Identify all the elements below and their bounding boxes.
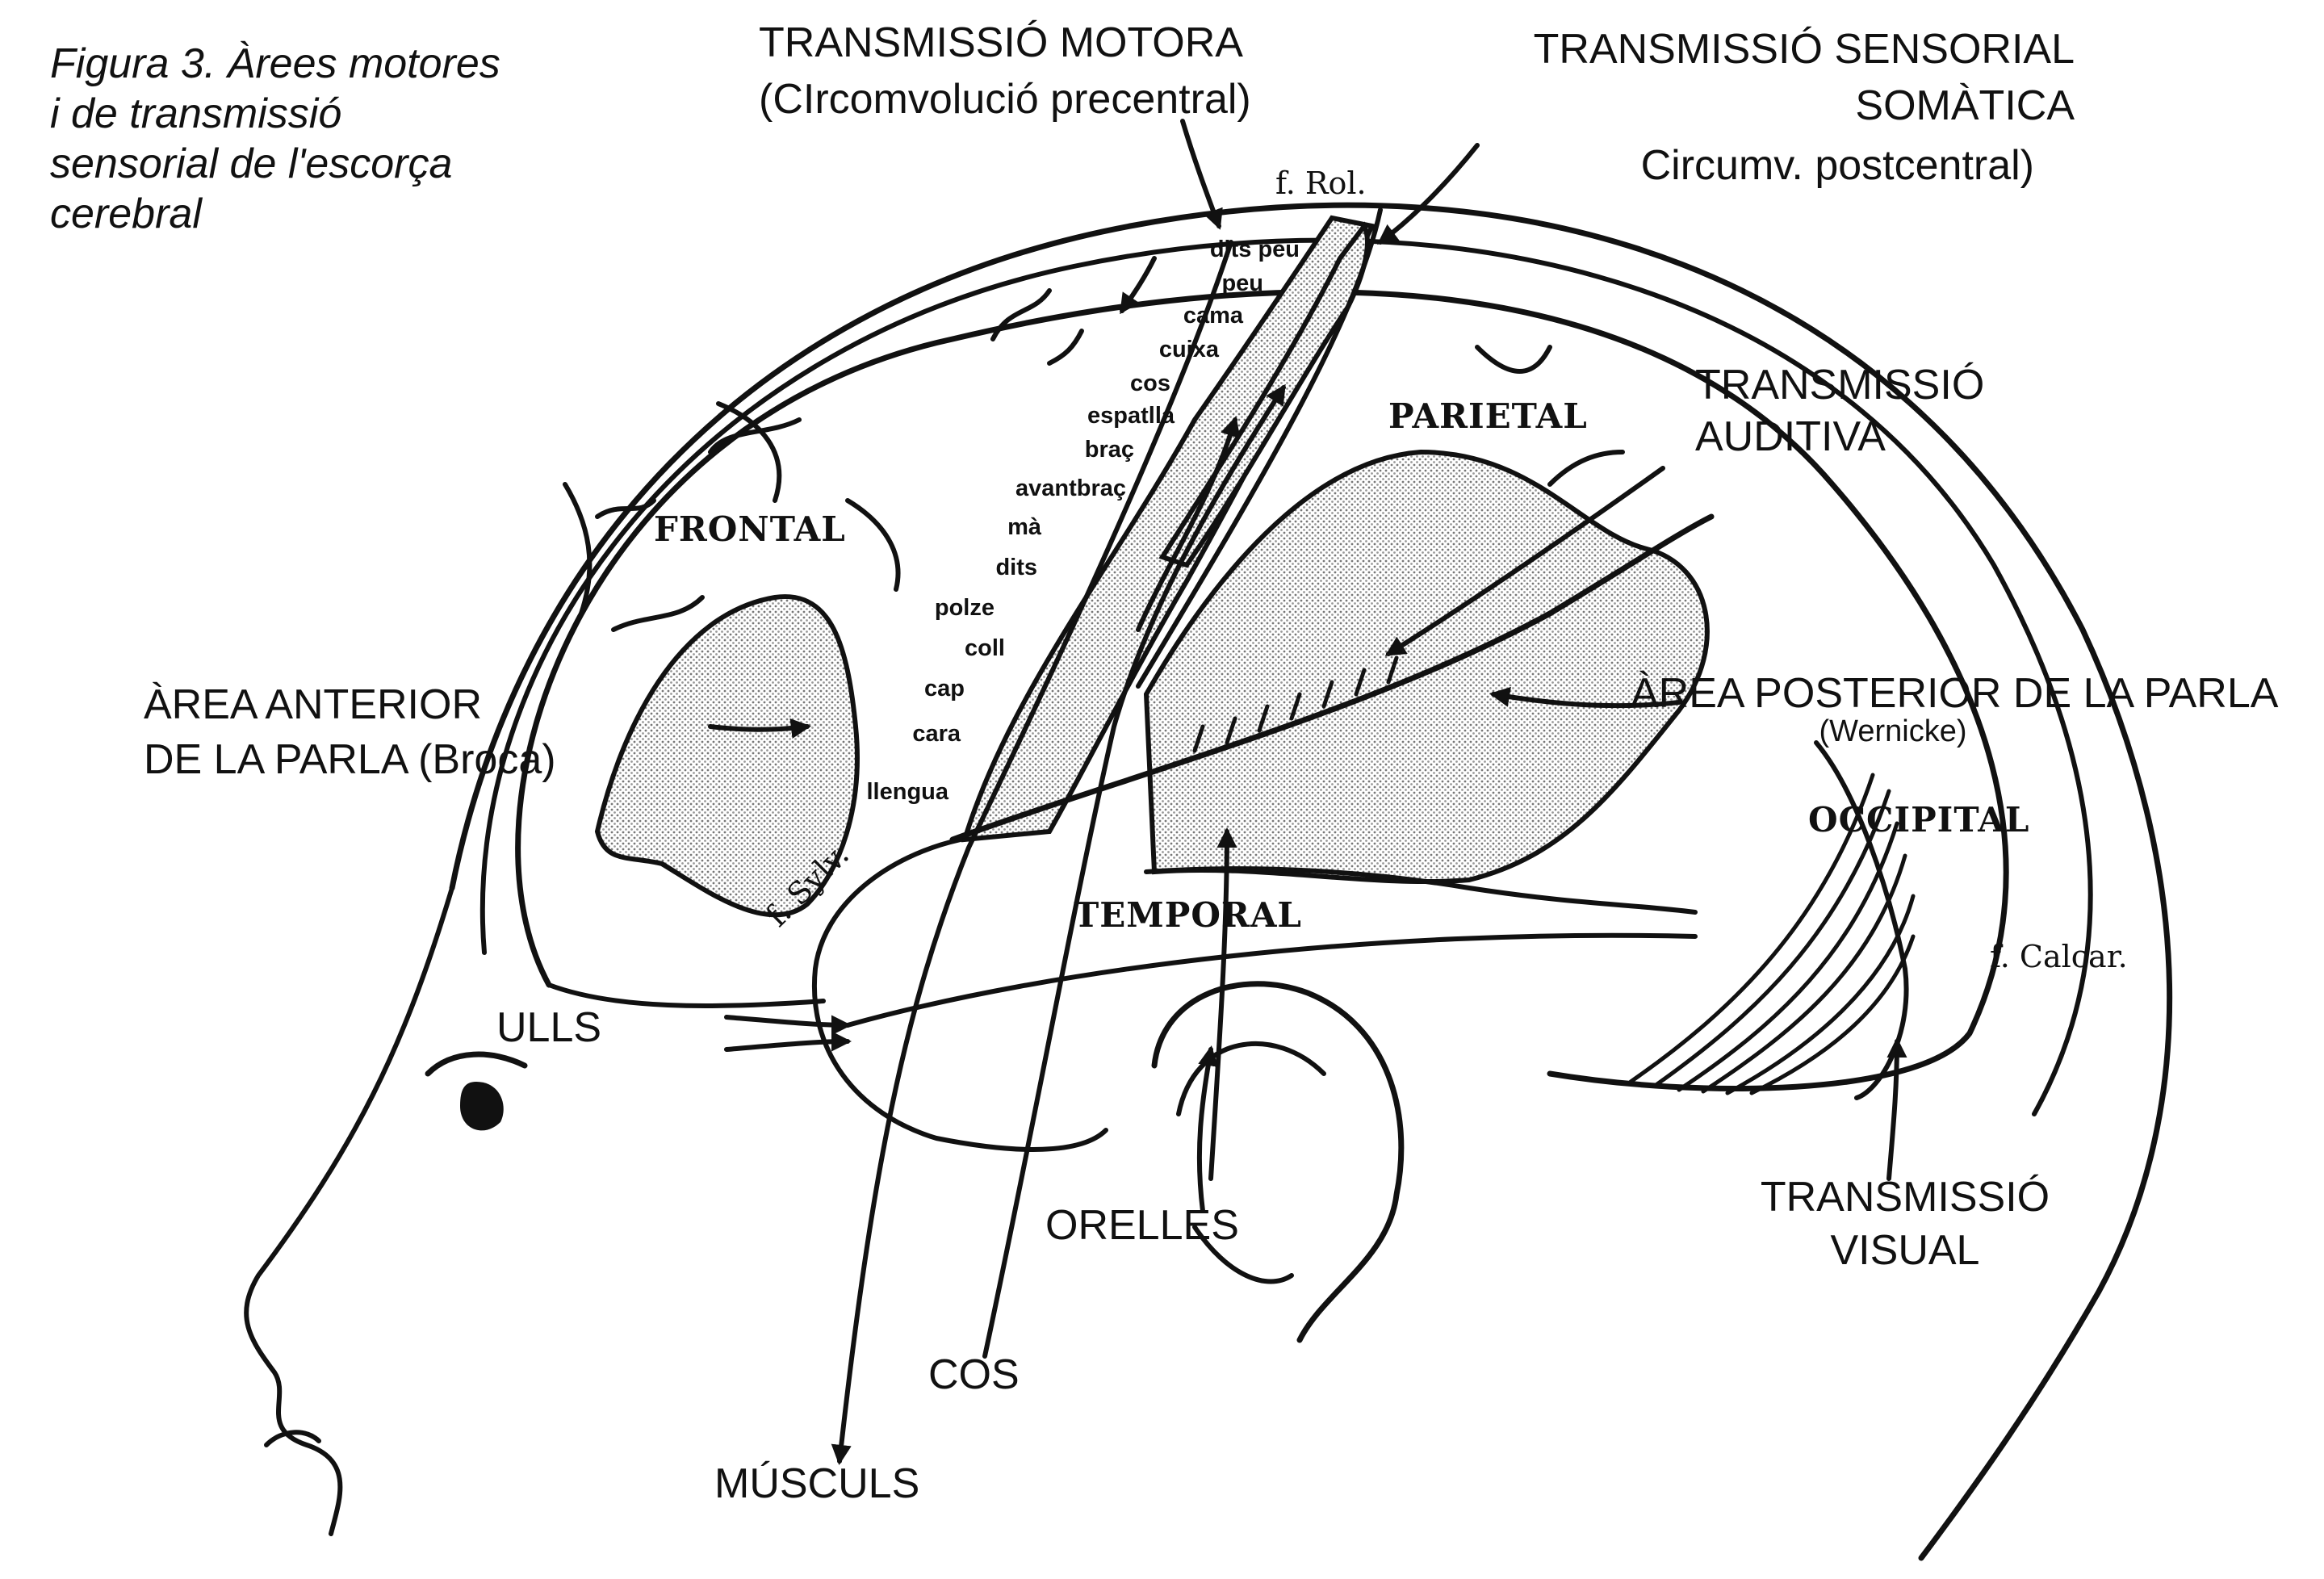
eye: [425, 1051, 528, 1131]
body-part-label: llengua: [866, 779, 948, 805]
frontal-lobe-label: FRONTAL: [654, 509, 846, 549]
auditory-transmission-line1: TRANSMISSIÓ: [1695, 362, 1984, 408]
figure-caption-line1: Figura 3. Àrees motores: [50, 40, 500, 87]
wernicke-label-line2: (Wernicke): [1819, 714, 1967, 748]
body-part-label: coll: [965, 635, 1005, 661]
body-part-label: dits peu: [1210, 237, 1300, 262]
rolandic-fissure-label: f. Rol.: [1275, 165, 1367, 201]
visual-transmission-line2: VISUAL: [1831, 1227, 1980, 1274]
pathways: [708, 119, 1907, 1466]
broca-label-line2: DE LA PARLA (Broca): [144, 736, 556, 783]
figure-caption-line3: sensorial de l'escorça: [50, 140, 452, 187]
body-part-label: cama: [1183, 303, 1244, 329]
body-part-label: mà: [1007, 514, 1042, 540]
broca-label-line1: ÀREA ANTERIOR: [144, 681, 482, 728]
sensory-transmission-line3: Circumv. postcentral): [1641, 142, 2034, 189]
sensory-transmission-line2: SOMÀTICA: [1855, 82, 2075, 129]
motor-transmission-subtitle: (CIrcomvolució precentral): [759, 76, 1251, 123]
auditory-transmission-line2: AUDITIVA: [1695, 413, 1886, 460]
body-part-labels: dits peu peu cama cuixa cos espatlla bra…: [866, 237, 1300, 805]
body-part-label: dits: [995, 555, 1037, 580]
occipital-lobe-label: OCCIPITAL: [1808, 800, 2029, 840]
body-label: COS: [928, 1351, 1020, 1398]
body-part-label: polze: [935, 595, 995, 621]
figure-caption-line2: i de transmissió: [50, 90, 341, 137]
eyes-label: ULLS: [496, 1004, 601, 1051]
sensory-transmission-line1: TRANSMISSIÓ SENSORIAL: [1534, 26, 2075, 73]
wernicke-label-line1: ÀREA POSTERIOR DE LA PARLA: [1631, 670, 2279, 717]
body-part-label: cap: [924, 676, 965, 702]
calcarine-fissure-label: f. Calcar.: [1990, 939, 2128, 974]
wernicke-area: [1143, 449, 1710, 885]
body-part-label: espatlla: [1087, 403, 1175, 429]
body-part-label: peu: [1221, 270, 1263, 296]
motor-transmission-title: TRANSMISSIÓ MOTORA: [759, 19, 1243, 66]
body-part-label: cos: [1130, 371, 1170, 396]
ear: [1151, 981, 1405, 1343]
sulci: [563, 207, 1916, 1152]
body-part-label: avantbraç: [1015, 475, 1126, 501]
body-part-label: cuixa: [1159, 337, 1220, 362]
temporal-lobe-label: TEMPORAL: [1074, 895, 1302, 935]
muscles-label: MÚSCULS: [714, 1460, 919, 1507]
broca-area: [594, 594, 860, 918]
head-outline: [244, 202, 2173, 1561]
figure-caption-line4: cerebral: [50, 191, 203, 237]
ears-label: ORELLES: [1045, 1202, 1239, 1249]
parietal-lobe-label: PARIETAL: [1388, 396, 1588, 436]
body-part-label: cara: [912, 721, 961, 747]
visual-transmission-line1: TRANSMISSIÓ: [1761, 1174, 2050, 1221]
body-part-label: braç: [1085, 437, 1134, 463]
